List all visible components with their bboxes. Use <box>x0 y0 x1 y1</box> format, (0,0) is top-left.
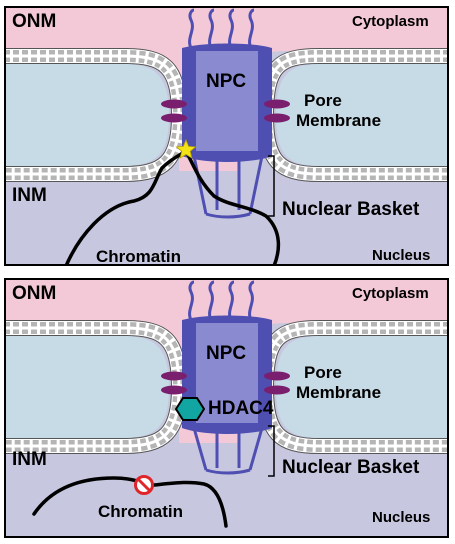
panel-frame <box>4 278 449 538</box>
onm-label: ONM <box>12 11 57 32</box>
nuclear-basket-bracket <box>268 155 275 217</box>
pore-diagram-top <box>4 6 449 266</box>
chromatin-label: Chromatin <box>96 247 181 266</box>
hdac4-label: HDAC4 <box>208 398 274 419</box>
npc-label: NPC <box>206 343 247 364</box>
nuclear-envelope-left <box>4 320 188 454</box>
nucleus-label: Nucleus <box>372 509 431 526</box>
nuclear-basket <box>192 427 264 475</box>
prohibited-icon <box>134 475 154 495</box>
inm-label: INM <box>12 449 47 470</box>
pore-diagram-bottom <box>4 278 449 538</box>
membrane-label: Membrane <box>296 383 382 402</box>
perinuclear-lumen-right <box>276 64 449 166</box>
pore-membrane-anchors <box>161 99 290 123</box>
cytoplasm-label: Cytoplasm <box>352 13 429 30</box>
perinuclear-lumen-right <box>276 336 449 438</box>
chromatin-label: Chromatin <box>98 502 183 521</box>
nucleus-label: Nucleus <box>372 247 431 264</box>
nuclear-pore-complex <box>182 315 272 434</box>
npc-label: NPC <box>206 71 247 92</box>
hexagon-icon <box>174 397 206 421</box>
perinuclear-lumen-left <box>4 336 169 438</box>
pore-label: Pore <box>304 363 342 382</box>
nuclear-basket-label: Nuclear Basket <box>282 199 420 220</box>
nuclear-envelope-right <box>257 320 449 454</box>
nuclear-basket-bracket <box>268 425 275 477</box>
nuclear-basket-label: Nuclear Basket <box>282 457 420 478</box>
cytoplasmic-filaments <box>188 8 255 49</box>
nuclear-pore-complex <box>182 43 272 162</box>
nuclear-envelope-left <box>4 48 188 182</box>
star-icon <box>175 138 197 159</box>
perinuclear-lumen-left <box>4 64 169 166</box>
panel-frame <box>4 6 449 266</box>
panel-chromatin-anchored: ONM Cytoplasm NPC Pore Membrane INM Nucl… <box>4 6 449 266</box>
pore-label: Pore <box>304 91 342 110</box>
membrane-label: Membrane <box>296 111 382 130</box>
inm-label: INM <box>12 185 47 206</box>
pore-membrane-anchors <box>161 371 290 395</box>
nuclear-basket <box>192 155 264 219</box>
onm-label: ONM <box>12 283 57 304</box>
cytoplasm-label: Cytoplasm <box>352 285 429 302</box>
cytoplasmic-filaments <box>188 280 255 321</box>
panel-hdac4-bound: ONM Cytoplasm NPC HDAC4 Pore Membrane IN… <box>4 278 449 538</box>
